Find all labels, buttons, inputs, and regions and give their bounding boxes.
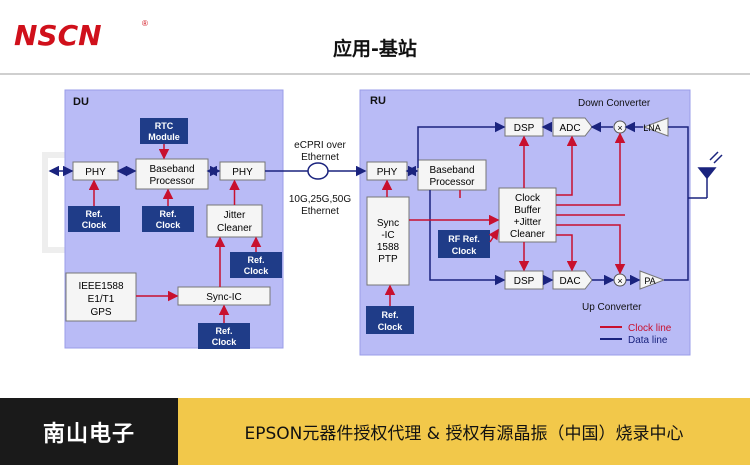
- nscn-logo: NSCN ®: [14, 19, 148, 52]
- base-station-diagram: DU RU Down Converter Up Converter PHY RT…: [42, 89, 723, 356]
- svg-text:ADC: ADC: [559, 123, 580, 134]
- svg-text:Processor: Processor: [429, 177, 475, 188]
- svg-text:Jitter: Jitter: [224, 210, 246, 221]
- svg-text:Sync: Sync: [377, 218, 399, 229]
- svg-text:Ethernet: Ethernet: [301, 152, 339, 163]
- ru-sync-ic: [366, 196, 410, 286]
- du-baseband-line1: Baseband: [149, 164, 194, 175]
- svg-text:Ethernet: Ethernet: [301, 206, 339, 217]
- footer: 南山电子 EPSON元器件授权代理 & 授权有源晶振（中国）烧录中心: [0, 398, 750, 465]
- ieee1588-source: [65, 272, 137, 322]
- svg-text:×: ×: [617, 276, 622, 286]
- svg-text:10G,25G,50G: 10G,25G,50G: [289, 194, 351, 205]
- down-converter-label: Down Converter: [578, 98, 651, 109]
- svg-text:PTP: PTP: [378, 254, 398, 265]
- du-ref-clock-1: [68, 206, 120, 232]
- page-title: 应用-基站: [333, 38, 417, 60]
- svg-text:DSP: DSP: [514, 123, 535, 134]
- svg-text:Ref.: Ref.: [159, 209, 176, 219]
- antenna-icon: [697, 151, 723, 198]
- ru-label: RU: [370, 95, 386, 107]
- svg-text:RF Ref.: RF Ref.: [448, 234, 480, 244]
- du-baseband-line2: Processor: [149, 176, 195, 187]
- rtc-line1: RTC: [155, 121, 174, 131]
- footer-company: 南山电子: [0, 398, 178, 465]
- du-ref-clock-3: [230, 252, 282, 278]
- svg-text:IEEE1588: IEEE1588: [78, 281, 123, 292]
- ru-baseband-processor: [417, 159, 487, 191]
- svg-text:PA: PA: [644, 276, 655, 286]
- svg-text:Ref.: Ref.: [215, 326, 232, 336]
- legend-data-label: Data line: [628, 335, 668, 346]
- svg-text:+Jitter: +Jitter: [514, 217, 542, 228]
- svg-text:DSP: DSP: [514, 276, 535, 287]
- rtc-line2: Module: [148, 132, 180, 142]
- du-phy-right-label: PHY: [232, 167, 253, 178]
- ru-adc: [552, 117, 593, 137]
- svg-text:GPS: GPS: [90, 307, 111, 318]
- svg-text:Clock: Clock: [452, 246, 478, 256]
- logo-text: NSCN: [14, 19, 102, 52]
- svg-text:eCPRI over: eCPRI over: [294, 140, 346, 151]
- svg-text:PHY: PHY: [377, 167, 398, 178]
- svg-text:1588: 1588: [377, 242, 400, 253]
- jitter-cleaner: [206, 204, 263, 238]
- svg-text:Clock: Clock: [212, 337, 238, 347]
- ru-dac: [552, 270, 593, 290]
- svg-text:E1/T1: E1/T1: [88, 294, 115, 305]
- fiber-loop: [307, 162, 329, 180]
- up-converter-label: Up Converter: [582, 302, 642, 313]
- svg-text:Clock: Clock: [156, 220, 182, 230]
- svg-text:Ref.: Ref.: [85, 209, 102, 219]
- svg-text:DAC: DAC: [559, 276, 580, 287]
- svg-text:Baseband: Baseband: [429, 165, 474, 176]
- svg-text:Cleaner: Cleaner: [510, 229, 546, 240]
- du-phy-left-label: PHY: [85, 167, 106, 178]
- svg-text:Cleaner: Cleaner: [217, 223, 253, 234]
- svg-text:×: ×: [617, 123, 622, 133]
- du-baseband-processor: [135, 158, 209, 190]
- svg-text:Sync-IC: Sync-IC: [206, 292, 242, 303]
- du-ref-clock-2: [142, 206, 194, 232]
- rf-ref-clock: [438, 230, 490, 258]
- du-ref-clock-4: [198, 323, 250, 349]
- svg-text:Ref.: Ref.: [381, 310, 398, 320]
- svg-text:LNA: LNA: [643, 123, 661, 133]
- clock-buffer-jitter-cleaner: [498, 187, 557, 243]
- du-label: DU: [73, 96, 89, 108]
- svg-text:Clock: Clock: [82, 220, 108, 230]
- legend-clock-label: Clock line: [628, 323, 672, 334]
- svg-text:Clock: Clock: [244, 266, 270, 276]
- footer-tagline: EPSON元器件授权代理 & 授权有源晶振（中国）烧录中心: [178, 398, 750, 465]
- svg-text:Clock: Clock: [515, 193, 541, 204]
- svg-text:Clock: Clock: [378, 322, 404, 332]
- ru-ref-clock: [366, 306, 414, 334]
- svg-text:-IC: -IC: [381, 230, 394, 241]
- svg-text:Buffer: Buffer: [514, 205, 541, 216]
- svg-text:Ref.: Ref.: [247, 255, 264, 265]
- registered-mark: ®: [142, 19, 148, 28]
- title-divider: [0, 73, 750, 75]
- rtc-module: [140, 118, 188, 144]
